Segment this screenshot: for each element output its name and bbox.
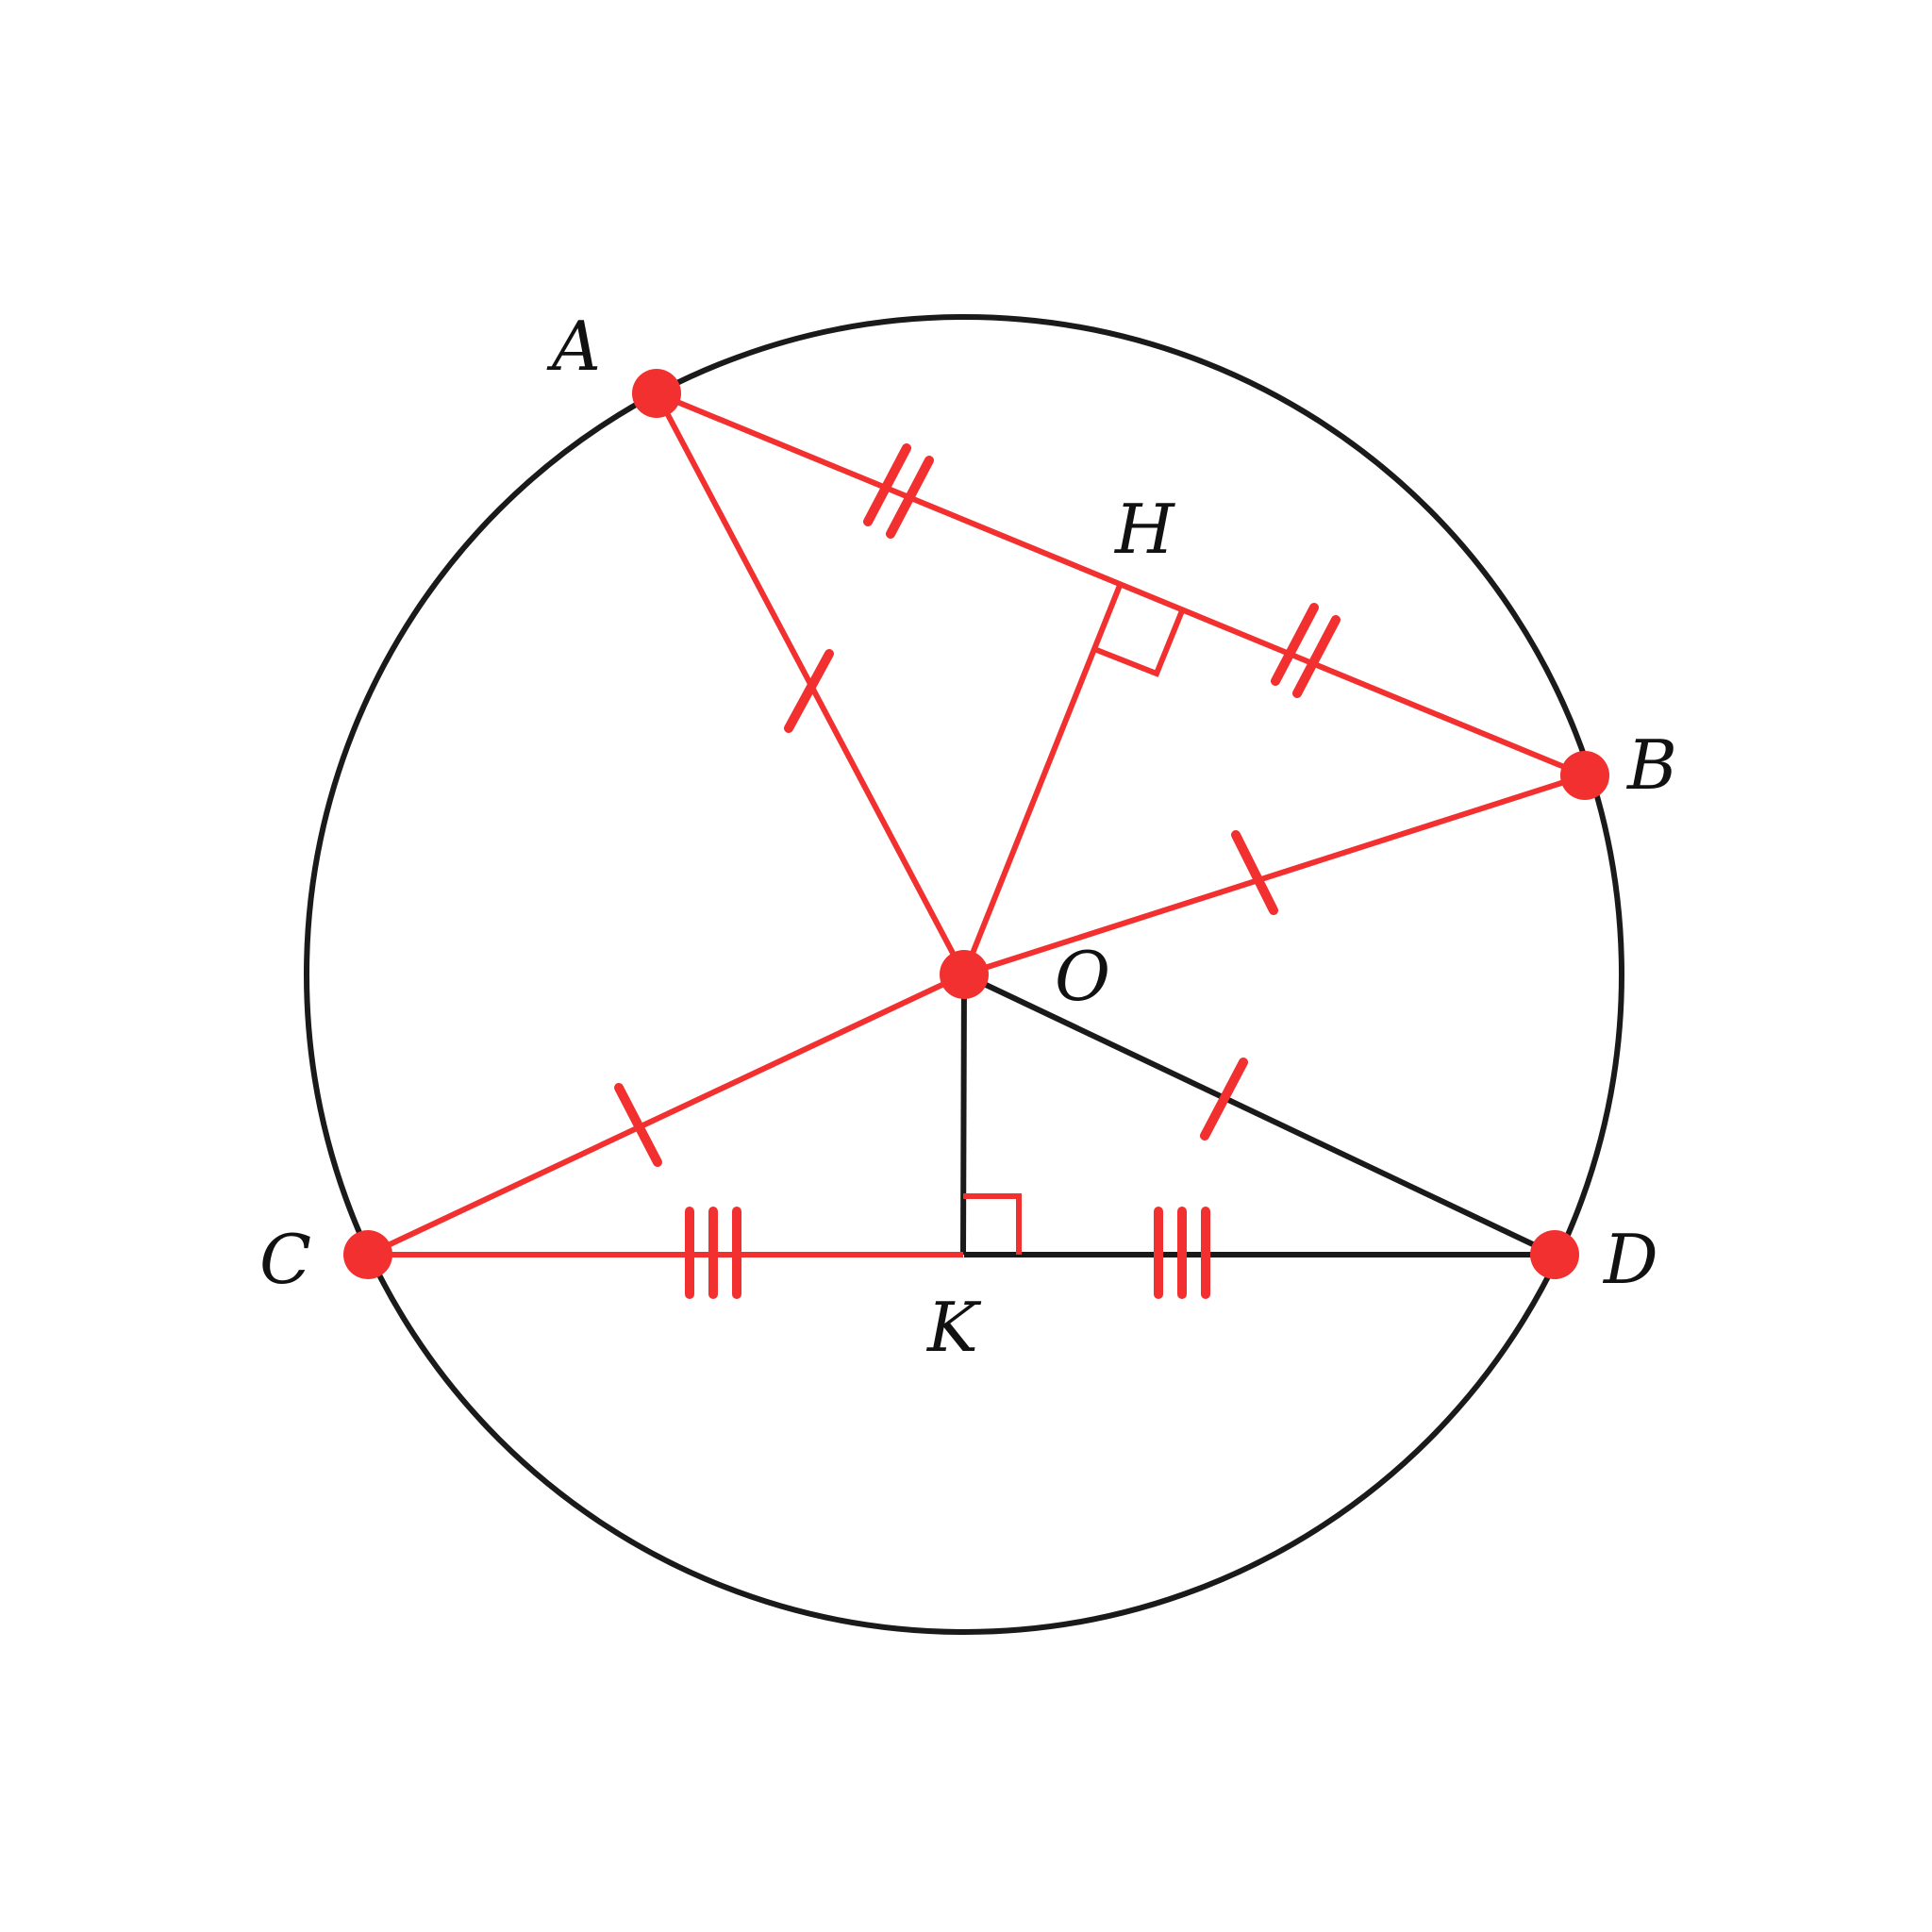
segment-ok	[960, 974, 967, 1256]
label-c: C	[259, 1220, 311, 1299]
tick-ah-2	[886, 456, 934, 539]
tick-od	[1200, 1058, 1248, 1141]
tick-hb-2	[1292, 615, 1341, 698]
segment-oc	[366, 972, 966, 1257]
point-o	[940, 950, 989, 999]
tick-ob	[1231, 830, 1278, 915]
label-o: O	[1055, 937, 1110, 1016]
tick-oc	[614, 1083, 662, 1167]
points	[343, 369, 1609, 1279]
label-d: D	[1602, 1220, 1658, 1299]
circle	[304, 314, 1624, 1635]
tick-hb-1	[1271, 603, 1319, 686]
right-angle-h	[1092, 607, 1186, 677]
right-angle-k	[963, 1193, 1022, 1255]
segment-oh	[961, 581, 1124, 976]
label-a: A	[546, 307, 601, 386]
red-segments	[366, 391, 1587, 1257]
segment-od	[962, 972, 1557, 1257]
point-a	[632, 369, 681, 418]
label-b: B	[1625, 725, 1677, 805]
tick-ah-1	[863, 443, 911, 526]
segment-ob	[963, 773, 1586, 977]
point-b	[1560, 751, 1609, 800]
label-h: H	[1113, 490, 1175, 569]
point-d	[1530, 1230, 1579, 1279]
tick-oa	[784, 649, 834, 733]
label-k: K	[925, 1288, 982, 1367]
tick-marks	[614, 443, 1341, 1299]
point-c	[343, 1230, 392, 1279]
